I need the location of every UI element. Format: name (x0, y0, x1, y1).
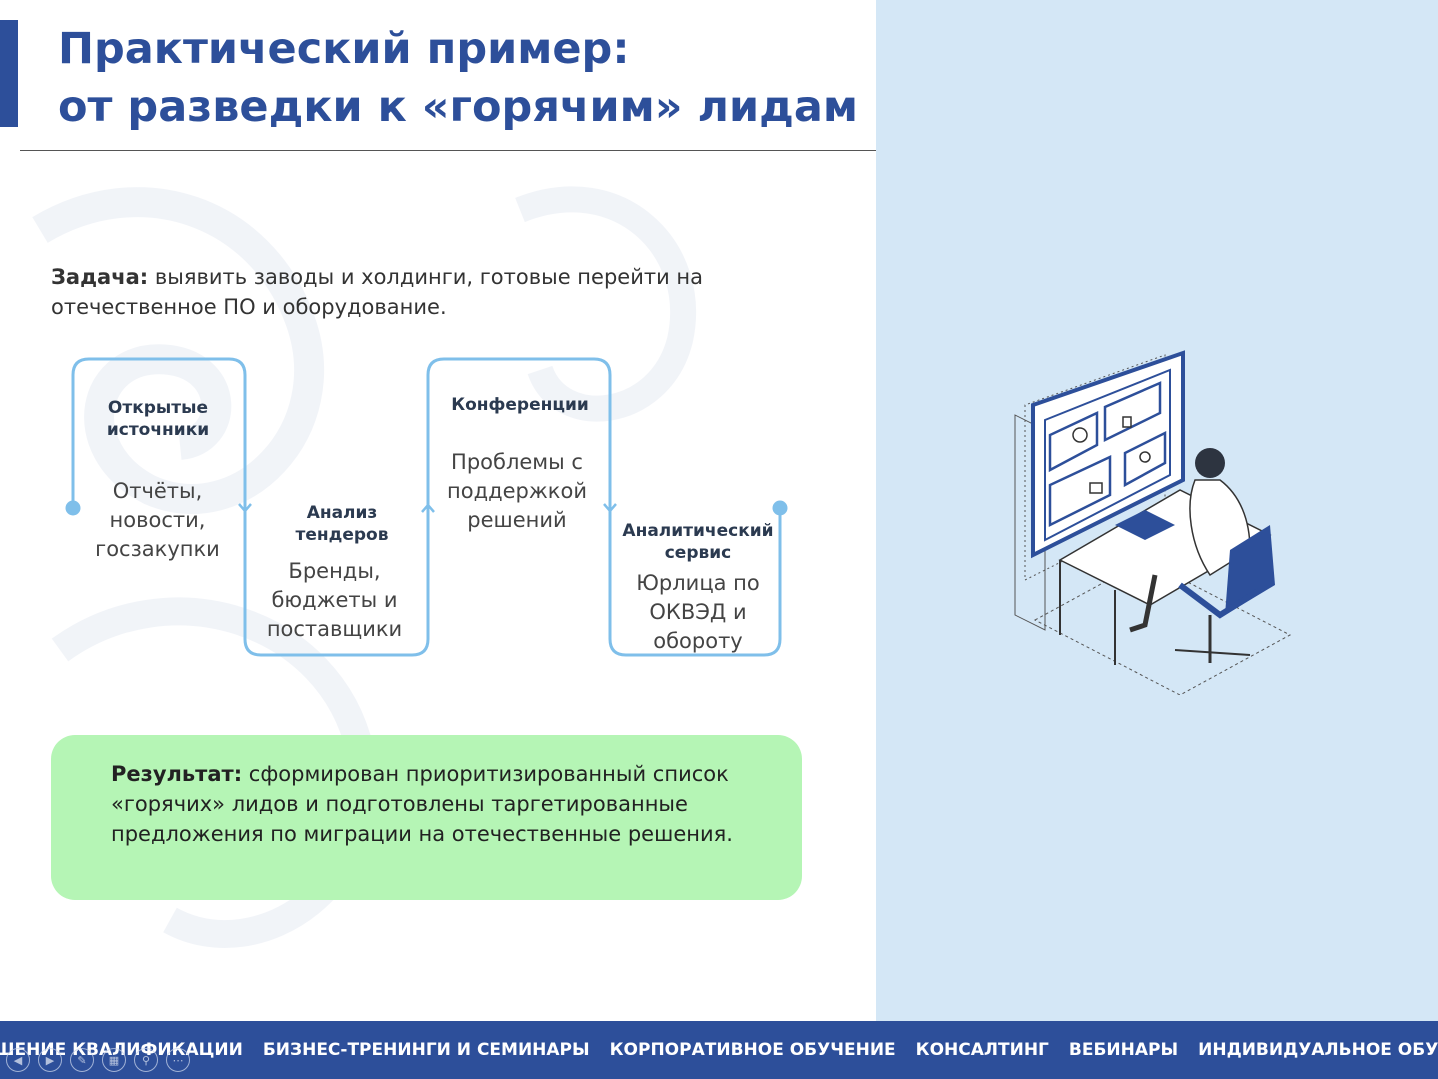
step-4-text: Юрлица по ОКВЭД и обороту (636, 571, 760, 653)
task-statement: Задача: выявить заводы и холдинги, готов… (51, 262, 751, 322)
page-title: Практический пример: от разведки к «горя… (58, 20, 858, 136)
step-4-title: Аналитический сервис (622, 521, 774, 563)
analyst-at-computer-illustration (1014, 350, 1292, 695)
task-text: выявить заводы и холдинги, готовые перей… (51, 265, 703, 319)
footer-link-business-trainings[interactable]: БИЗНЕС-ТРЕНИНГИ И СЕМИНАРЫ (262, 1040, 590, 1060)
zoom-icon[interactable]: ⚲ (134, 1048, 158, 1072)
slides-icon[interactable]: ▦ (102, 1048, 126, 1072)
title-line-1: Практический пример: (58, 24, 630, 74)
result-box: Результат: сформирован приоритизированны… (51, 735, 802, 900)
title-divider (20, 150, 876, 151)
footer-nav: ПОВЫШЕНИЕ КВАЛИФИКАЦИИ БИЗНЕС-ТРЕНИНГИ И… (0, 1021, 1438, 1079)
result-statement: Результат: сформирован приоритизированны… (111, 759, 751, 849)
more-icon[interactable]: ⋯ (166, 1048, 190, 1072)
title-line-2: от разведки к «горячим» лидам (58, 82, 858, 132)
title-accent-bar (0, 20, 18, 127)
footer-link-corporate-training[interactable]: КОРПОРАТИВНОЕ ОБУЧЕНИЕ (609, 1040, 896, 1060)
footer-link-individual-training[interactable]: ИНДИВИДУАЛЬНОЕ ОБУЧЕНИЕ (1198, 1040, 1438, 1060)
task-label: Задача: (51, 265, 149, 289)
pen-icon[interactable]: ✎ (70, 1048, 94, 1072)
step-1-title: Открытые источники (106, 398, 210, 440)
step-3-title: Конференции (451, 395, 589, 415)
result-label: Результат: (111, 762, 243, 786)
next-icon[interactable]: ▶ (38, 1048, 62, 1072)
footer-link-consulting[interactable]: КОНСАЛТИНГ (915, 1040, 1049, 1060)
step-2-title: Анализ тендеров (295, 503, 389, 545)
footer-link-webinars[interactable]: ВЕБИНАРЫ (1068, 1040, 1179, 1060)
slideshow-controls: ◀ ▶ ✎ ▦ ⚲ ⋯ (6, 1048, 190, 1072)
step-1-text: Отчёты, новости, госзакупки (95, 479, 220, 561)
prev-icon[interactable]: ◀ (6, 1048, 30, 1072)
step-2-text: Бренды, бюджеты и поставщики (266, 559, 403, 641)
result-text: сформирован приоритизированный список «г… (111, 762, 733, 846)
step-3-text: Проблемы с поддержкой решений (447, 450, 587, 532)
